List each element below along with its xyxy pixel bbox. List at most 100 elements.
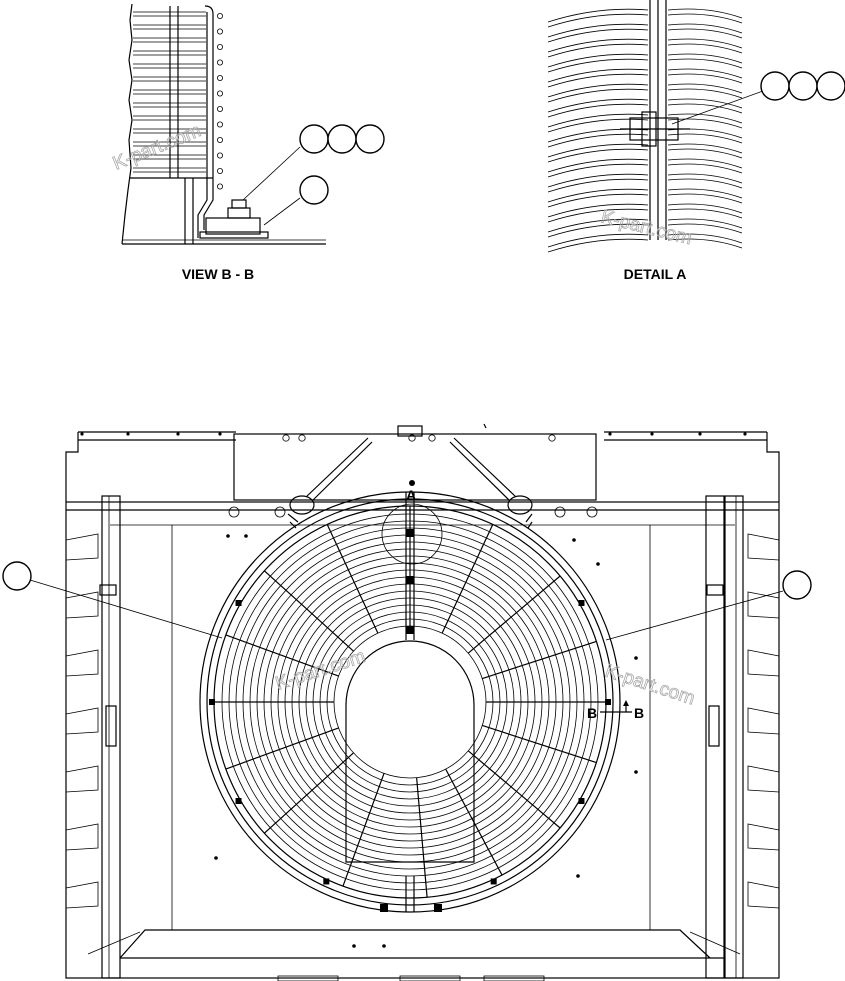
rim-clip [578,600,585,606]
fin-line [667,173,743,184]
fin-line [547,8,649,23]
fin-line [667,113,743,124]
fin-line [547,208,649,223]
fin-line [547,193,649,208]
fin-line [667,223,743,234]
fin-line [667,158,743,169]
fin-line [547,73,649,88]
fin-line [547,158,649,173]
section-b-left-marker: B [587,705,597,721]
frame-tooth [65,881,99,909]
rim-clip [605,699,611,705]
guard-spoke [225,727,339,770]
fin-line [667,178,743,189]
fin-line [547,178,649,193]
fin-line [547,28,649,43]
frame-tooth [65,707,99,735]
section-a-marker: A [406,487,416,503]
fin-line [667,13,743,24]
fin-line [667,98,743,109]
fin-line [667,103,743,114]
fin-line [667,148,743,159]
fin-line [547,68,649,83]
fin-line [667,23,743,34]
dot [352,944,356,948]
main-radiator-view [2,423,812,981]
fin-line [667,88,743,99]
fin-line [667,118,743,129]
dot [572,538,576,542]
rim-clip [235,600,242,606]
bolt-dot [216,167,223,174]
fin-line [547,113,649,128]
dot [244,534,248,538]
bolt-dot [216,12,223,19]
frame-tooth [65,533,99,561]
dot [576,874,580,878]
rib-clip [380,904,388,912]
fin-line [547,148,649,163]
guard-spoke [263,570,354,652]
fin-line [667,8,743,19]
hole [743,432,747,436]
fin-line [547,103,649,118]
frame-tooth [65,649,99,677]
dot [596,562,600,566]
frame-tooth [65,823,99,851]
rim-clip [578,798,585,804]
guard-spoke [482,640,597,680]
rib-clip [434,904,442,912]
hole [554,506,566,518]
hole [650,432,654,436]
fin-line [547,23,649,38]
dot [226,534,230,538]
hole [548,434,556,442]
fin-line [547,143,649,158]
frame-tooth [747,881,780,909]
fin-line [547,233,649,248]
watermark-1: K-part.com [110,120,204,174]
bolt-dot [216,136,223,143]
hole [80,432,84,436]
rim-clip [323,878,330,885]
guard-spoke [467,750,561,829]
guard-spoke [263,752,354,834]
guard-spoke [342,773,385,887]
guard-ring [312,604,508,800]
fin-line [667,28,743,39]
fin-line [667,238,743,249]
rim-clip [235,798,242,804]
hole [282,434,290,442]
guard-spoke [467,575,561,654]
bolt-dot [216,152,223,159]
fin-line [667,188,743,199]
guard-spoke [326,524,379,634]
fin-line [667,233,743,244]
fin-line [667,38,743,49]
fin-line [547,133,649,148]
hole [408,434,416,442]
fin-line [667,208,743,219]
frame-tooth [747,591,780,619]
fin-line [547,98,649,113]
hole [298,434,306,442]
fin-line [547,83,649,98]
detail-a-caption: DETAIL A [624,266,687,282]
fin-line [667,83,743,94]
fin-line [547,58,649,73]
fin-line [667,133,743,144]
fin-line [667,203,743,214]
fin-line [547,238,649,253]
section-b-right-marker: B [634,705,644,721]
fin-line [667,143,743,154]
hole [586,506,598,518]
guard-spoke [225,634,339,677]
bolt-dot [216,106,223,113]
fin-line [547,173,649,188]
dot [634,656,638,660]
watermark-2: K-part.com [599,206,694,249]
rib-clip [406,576,414,584]
fin-line [547,188,649,203]
fin-line [547,218,649,233]
fin-line [667,43,743,54]
